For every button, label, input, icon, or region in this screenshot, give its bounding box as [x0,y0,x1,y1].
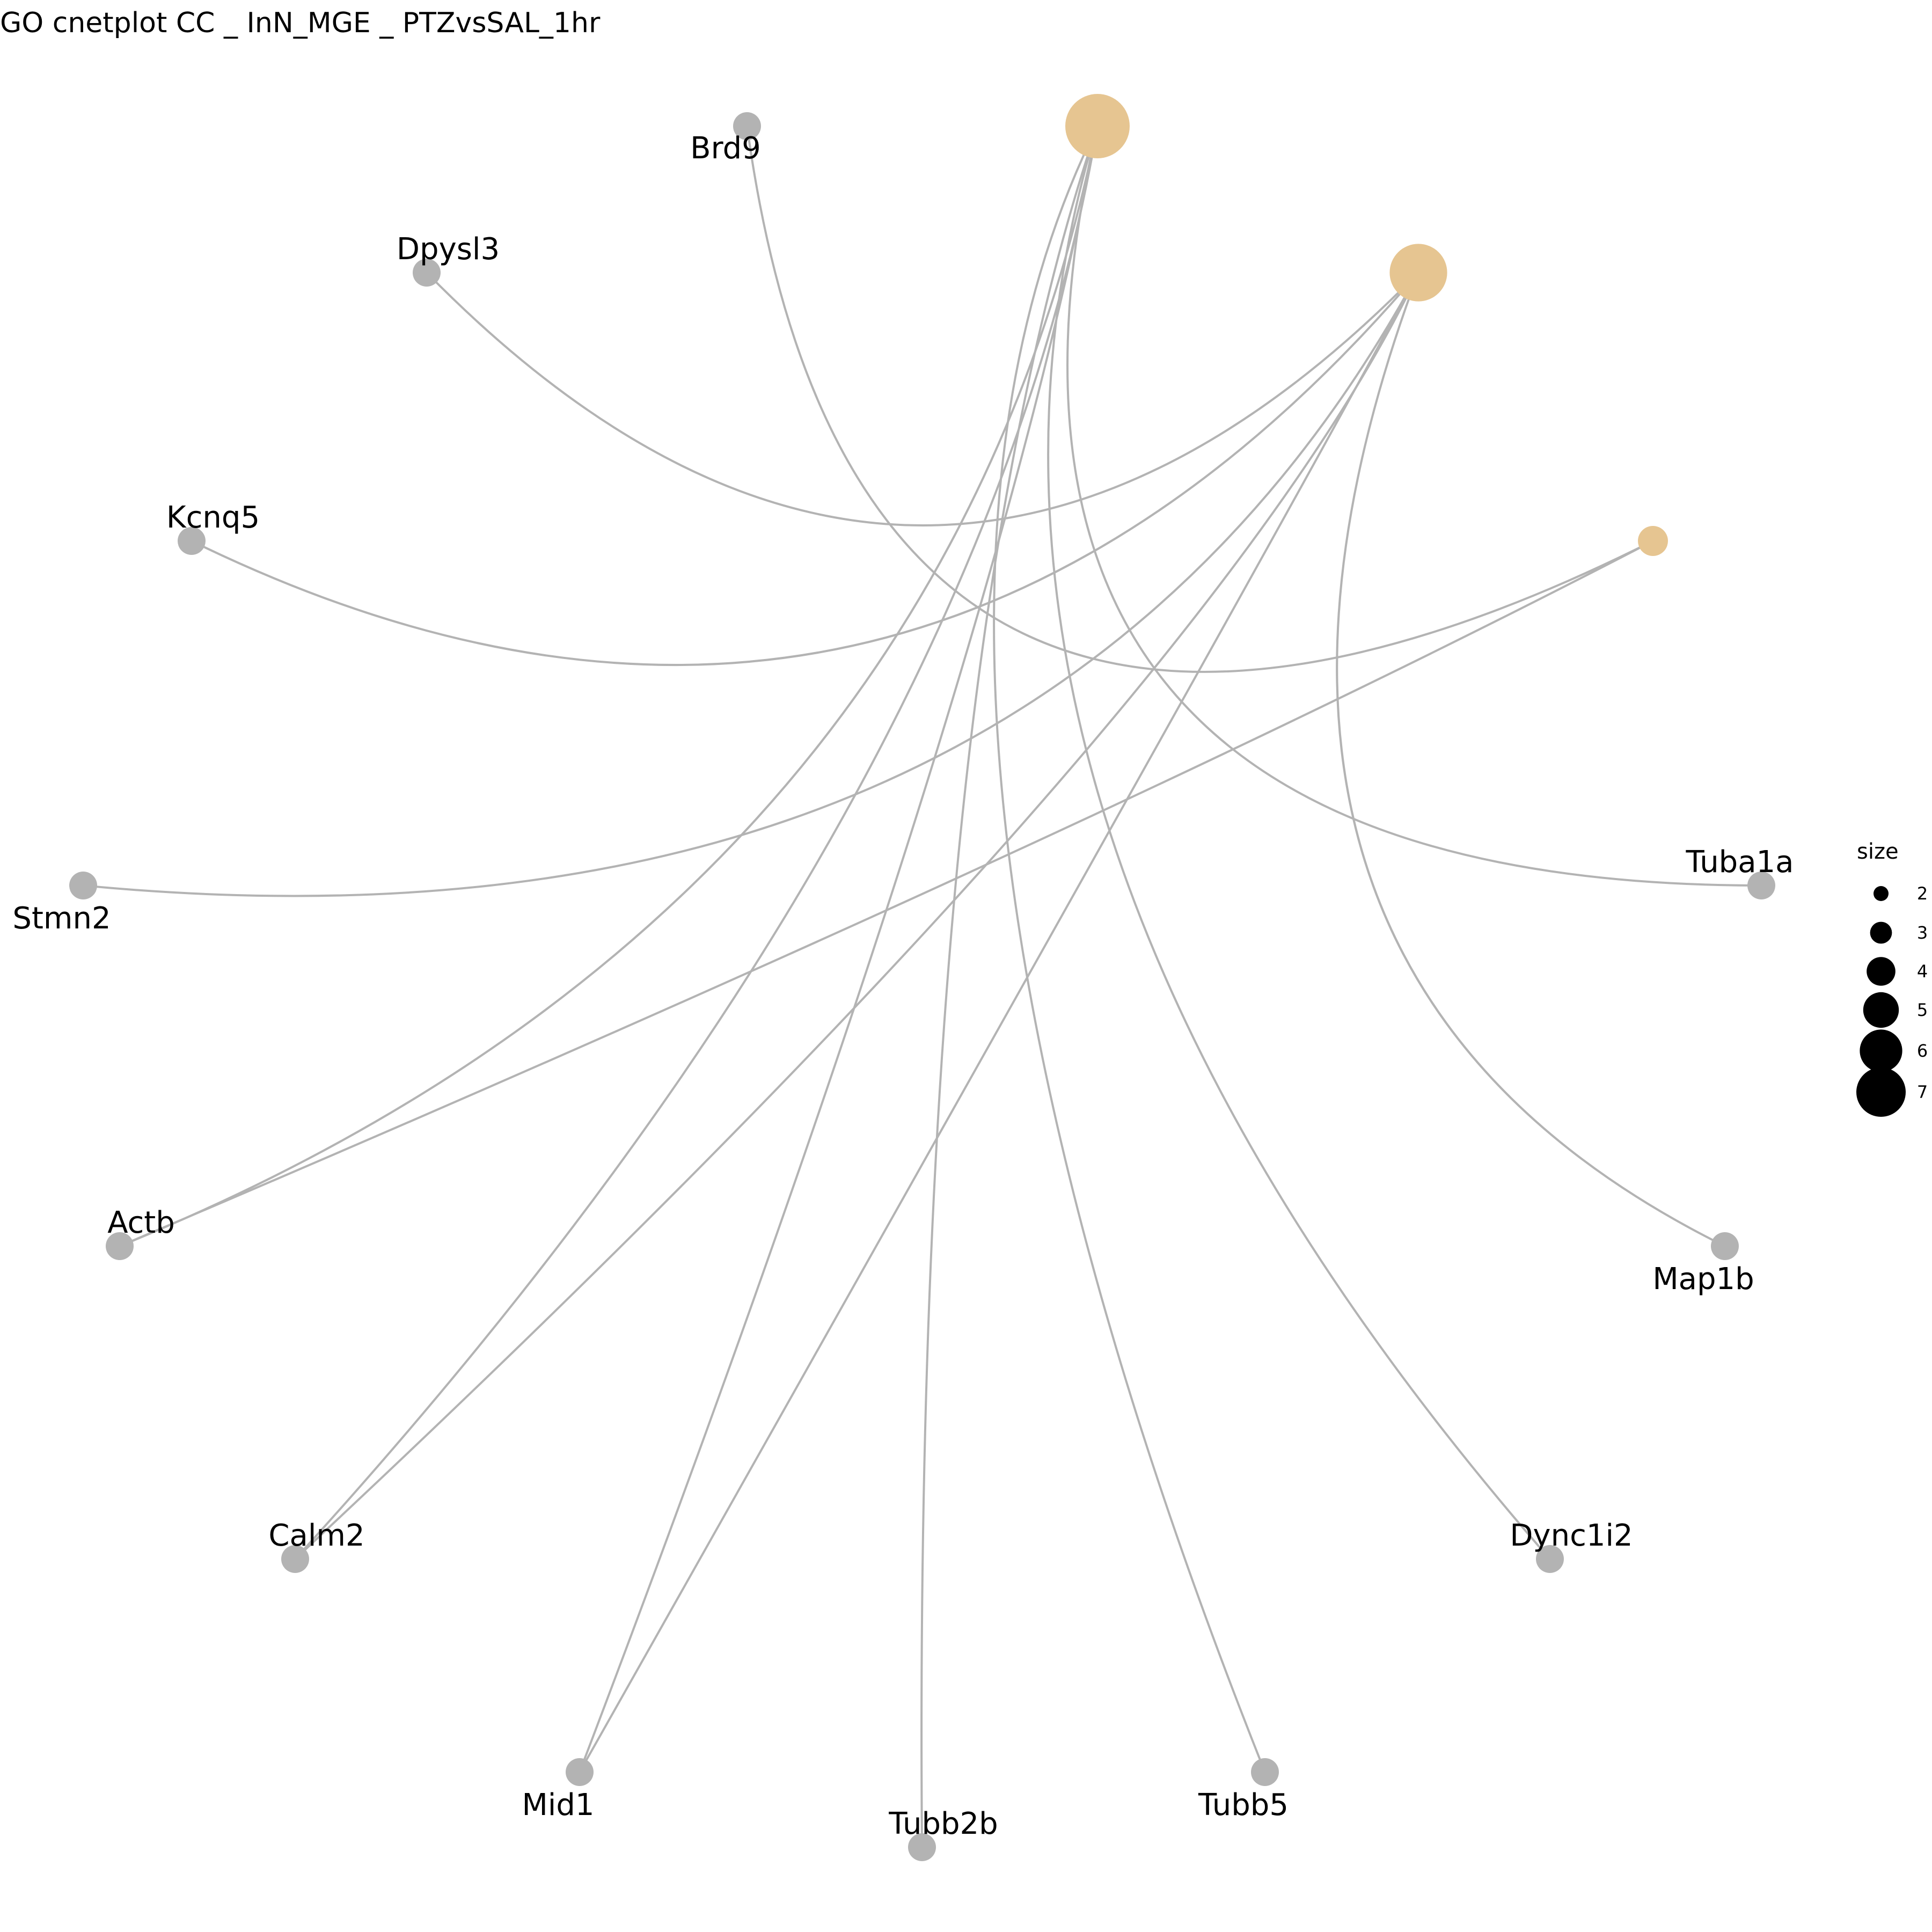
gene-label-dync1i2: Dync1i2 [1510,1518,1633,1553]
gene-node-dync1i2 [1536,1545,1564,1573]
gene-label-brd9: Brd9 [690,131,761,166]
size-legend: size 2 3 4 5 6 7 [1856,839,1928,1117]
edge-cat1-actb [119,126,1099,1247]
gene-node-tubb2b [908,1833,936,1861]
gene-node-calm2 [281,1545,309,1573]
gene-label-calm2: Calm2 [268,1518,364,1553]
legend-dot-2 [1874,886,1889,901]
gene-label-mid1: Mid1 [522,1788,594,1823]
legend-dot-4 [1867,957,1896,986]
edge-cat3-actb [119,540,1653,1247]
legend-dot-7 [1856,1067,1906,1117]
gene-node-tubb5 [1251,1758,1279,1786]
legend-title: size [1857,839,1899,864]
edges-layer [83,126,1762,1848]
edge-cat2-mid1 [579,272,1419,1773]
legend-label-2: 2 [1917,883,1928,904]
gene-label-stmn2: Stmn2 [12,901,111,936]
category-node-cat3 [1638,526,1668,556]
edge-cat2-kcnq5 [191,272,1419,667]
edge-cat2-dpysl3 [426,272,1419,526]
edge-cat1-tuba1a [1066,126,1762,887]
legend-entries: 2 3 4 5 6 7 [1856,883,1928,1117]
gene-node-map1b [1711,1232,1739,1260]
legend-dot-5 [1863,992,1899,1028]
gene-label-tubb5: Tubb5 [1198,1788,1289,1823]
legend-dot-6 [1860,1029,1902,1072]
gene-node-tuba1a [1747,872,1775,899]
gene-node-mid1 [566,1758,594,1786]
edge-cat2-calm2 [294,272,1419,1560]
gene-node-actb [106,1232,134,1260]
legend-label-5: 5 [1917,1000,1928,1020]
edge-cat1-tubb2b [920,126,1099,1848]
gene-node-brd9 [733,112,761,140]
edge-cat1-mid1 [579,126,1099,1773]
gene-node-kcnq5 [178,527,206,555]
edge-cat2-map1b [1336,272,1725,1247]
edge-cat3-brd9 [746,126,1653,673]
edge-cat1-dync1i2 [1047,126,1551,1560]
gene-node-dpysl3 [413,259,441,287]
legend-dot-3 [1870,921,1892,944]
category-node-cat2 [1389,244,1447,302]
edge-cat1-calm2 [294,126,1099,1560]
legend-label-7: 7 [1917,1082,1928,1102]
edge-cat2-stmn2 [83,272,1419,897]
gene-label-map1b: Map1b [1652,1262,1754,1297]
gene-node-stmn2 [69,872,97,899]
gene-label-dpysl3: Dpysl3 [397,232,500,267]
edge-cat1-tubb5 [993,126,1266,1773]
legend-label-4: 4 [1917,961,1928,982]
legend-label-3: 3 [1917,923,1928,943]
gene-label-tuba1a: Tuba1a [1685,845,1794,880]
legend-label-6: 6 [1917,1041,1928,1061]
gene-label-actb: Actb [107,1205,175,1240]
gene-label-kcnq5: Kcnq5 [166,500,260,535]
plot-title: GO cnetplot CC _ InN_MGE _ PTZvsSAL_1hr [0,7,601,39]
gene-label-tubb2b: Tubb2b [888,1806,998,1841]
category-node-cat1 [1065,94,1130,158]
nodes-layer [69,94,1775,1861]
